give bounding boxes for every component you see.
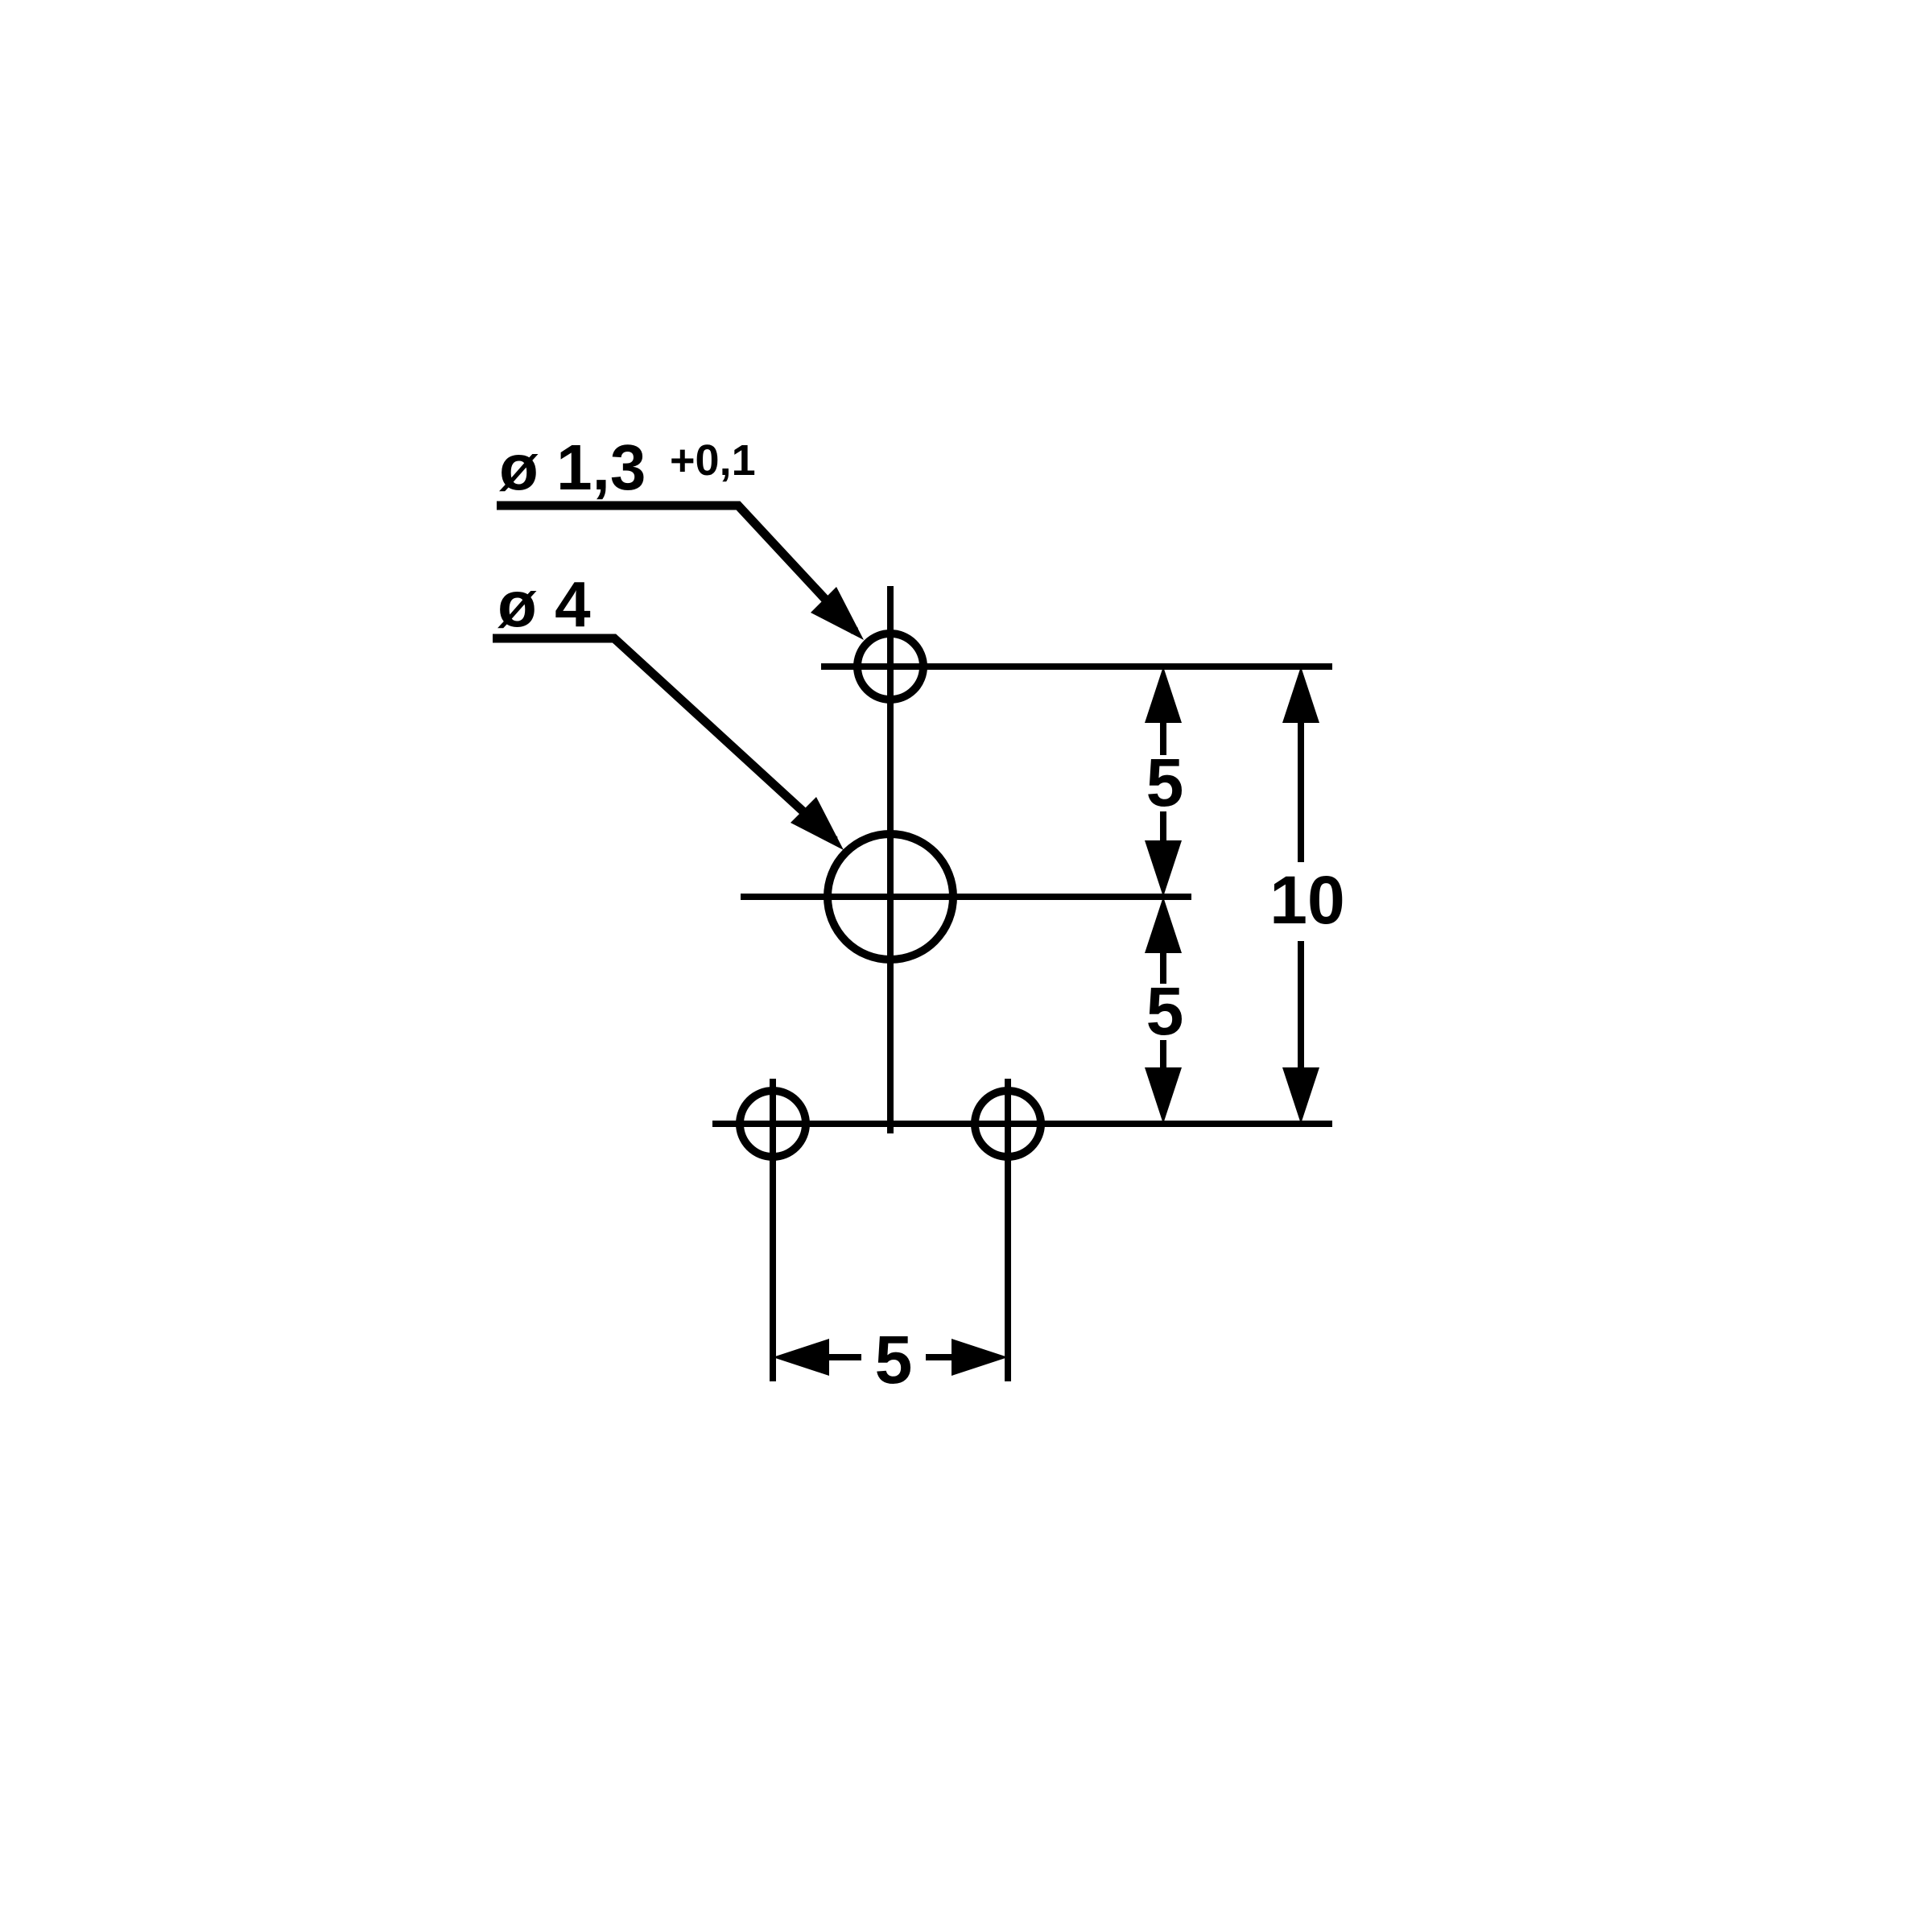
- leader-line-large-hole: [493, 634, 838, 844]
- arrow-down-overall: [1282, 1067, 1319, 1124]
- dim-value-overall: 10: [1269, 862, 1344, 938]
- leader-small-hole: ø 1,3 +0,1: [497, 431, 864, 640]
- hole-bottom-right-circle: [971, 1087, 1045, 1161]
- arrow-down-pitch-bottom: [1145, 1067, 1182, 1124]
- dimension-overall-vertical: 10: [1269, 667, 1345, 1124]
- leader-arrowhead-large-hole: [791, 797, 844, 850]
- hole-center-large-circle: [824, 830, 957, 964]
- dim-value-pitch-top: 5: [1146, 745, 1184, 820]
- leader-large-hole: ø 4: [493, 568, 844, 850]
- arrow-down-pitch-top: [1145, 840, 1182, 897]
- dimension-bottom-horizontal: 5: [773, 1322, 1008, 1397]
- hole-bottom-left-circle: [736, 1087, 810, 1161]
- label-small-hole-tolerance: +0,1: [670, 436, 756, 485]
- arrow-up-overall: [1282, 667, 1319, 723]
- holes: [736, 630, 1045, 1161]
- leader-line-small-hole: [497, 501, 859, 634]
- dimension-chain-vertical: 5 5: [1145, 667, 1183, 1124]
- arrow-up-pitch-top: [1145, 667, 1182, 723]
- label-small-hole-diameter: ø 1,3: [499, 431, 646, 503]
- arrow-up-pitch-bottom: [1145, 897, 1182, 953]
- arrow-right-bottom-spacing: [952, 1339, 1008, 1376]
- dim-value-pitch-bottom: 5: [1146, 973, 1184, 1049]
- leader-arrowhead-small-hole: [811, 587, 864, 640]
- dim-value-bottom-spacing: 5: [875, 1322, 913, 1397]
- arrow-left-bottom-spacing: [773, 1339, 829, 1376]
- hole-top-small-circle: [853, 630, 927, 704]
- label-large-hole-diameter: ø 4: [497, 568, 591, 640]
- centerlines: [712, 586, 1332, 1381]
